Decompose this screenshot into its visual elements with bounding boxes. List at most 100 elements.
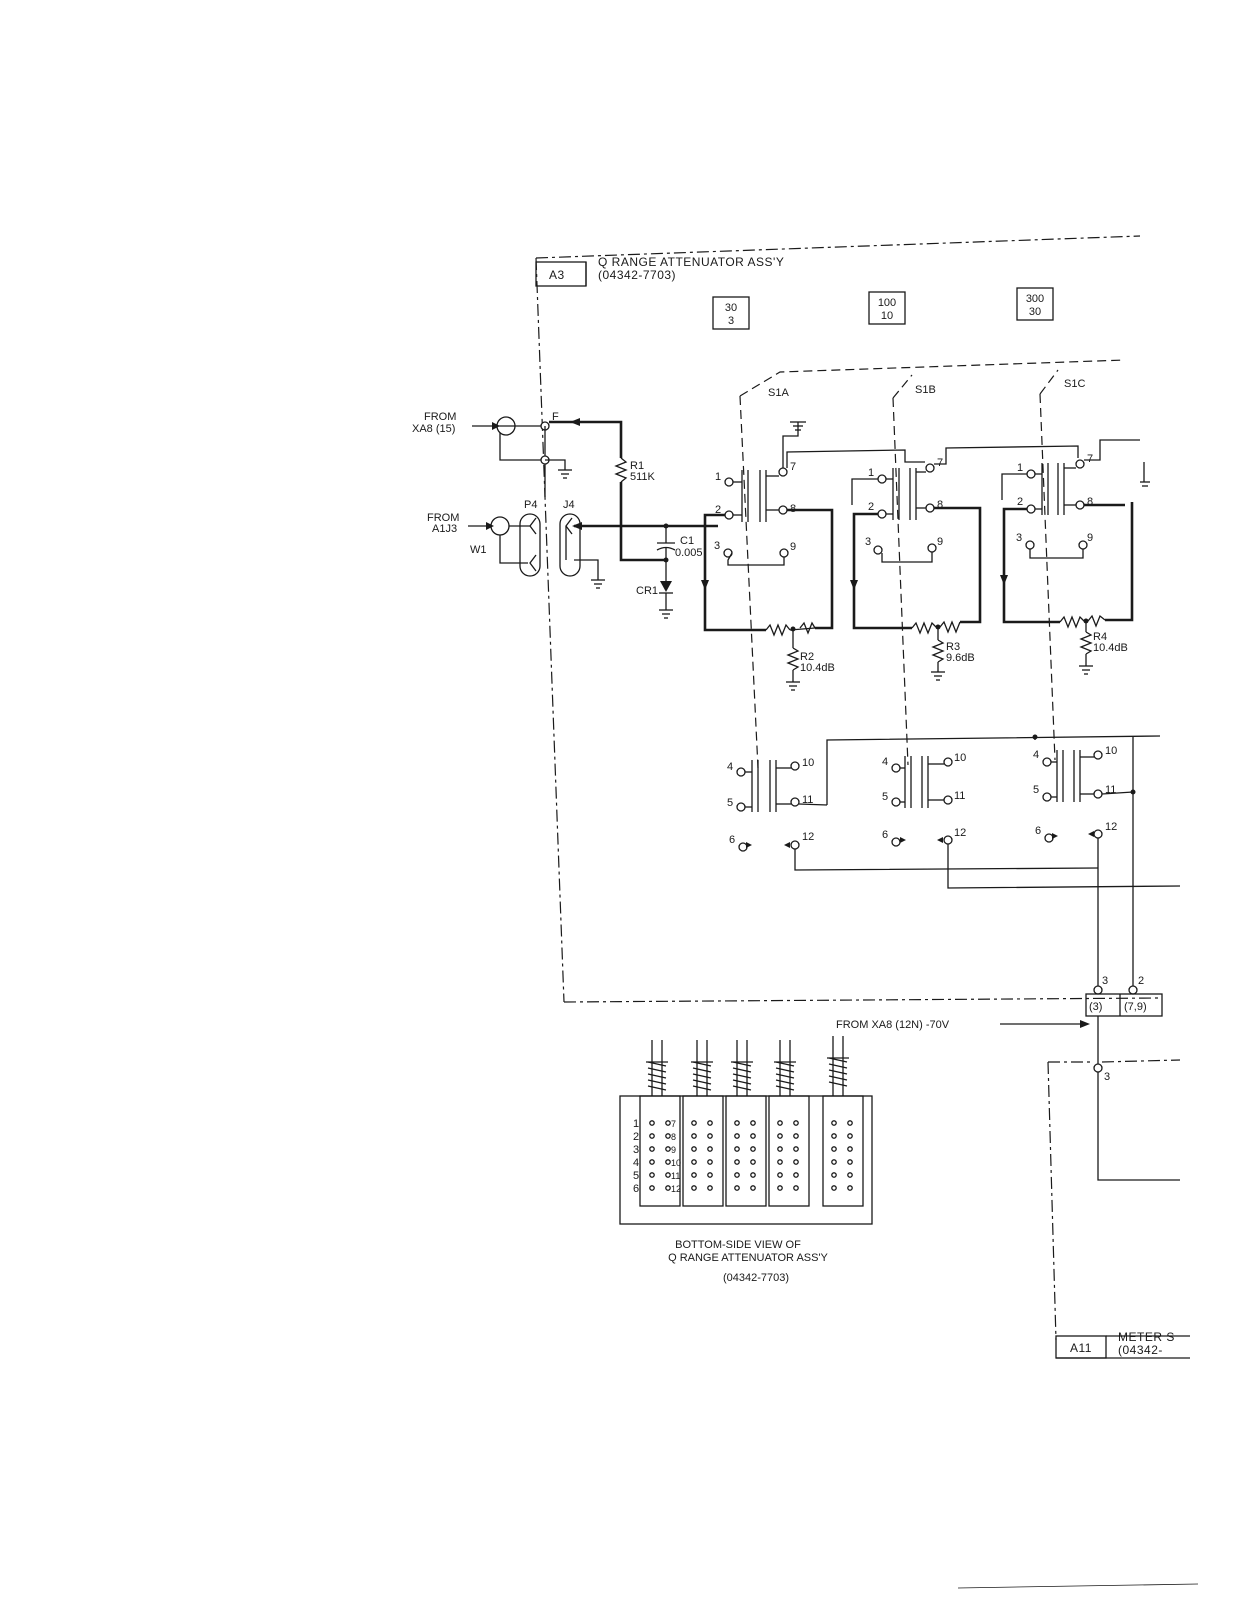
meter-title: METER S xyxy=(1118,1330,1175,1344)
contact-hole xyxy=(847,1185,853,1191)
range-button-30-3: 30 3 xyxy=(712,296,750,330)
contact-hole xyxy=(777,1146,783,1152)
contact-hole xyxy=(691,1120,697,1126)
contact-hole xyxy=(793,1133,799,1139)
contact-hole xyxy=(777,1185,783,1191)
s1c-pin-3: 3 xyxy=(1016,532,1022,544)
a3-title: Q RANGE ATTENUATOR ASS'Y xyxy=(598,255,784,269)
svg-text:5: 5 xyxy=(633,1170,639,1182)
s1b-pin-1: 1 xyxy=(868,467,874,479)
contact-hole xyxy=(793,1172,799,1178)
s1a-pin-3: 3 xyxy=(714,540,720,552)
contact-hole xyxy=(847,1172,853,1178)
contact-hole xyxy=(707,1146,713,1152)
svg-text:10: 10 xyxy=(671,1158,681,1168)
connector-j4-label: J4 xyxy=(563,499,575,511)
contact-hole xyxy=(734,1159,740,1165)
switch-s1c-upper xyxy=(1001,439,1150,559)
r2-ref: R2 xyxy=(800,651,814,663)
contact-hole xyxy=(734,1185,740,1191)
r2-value: 10.4dB xyxy=(800,662,835,674)
range-button-100-10: 100 10 xyxy=(868,291,906,325)
s1a-pin-12: 12 xyxy=(802,831,814,843)
contact-hole xyxy=(707,1185,713,1191)
bottom-view-title-3: (04342-7703) xyxy=(723,1272,789,1284)
switch-mechanical-link xyxy=(739,359,1126,769)
contact-hole xyxy=(847,1146,853,1152)
s1b-pin-12: 12 xyxy=(954,827,966,839)
terminal-3: 3 xyxy=(1102,975,1108,987)
s1a-pin-5: 5 xyxy=(727,797,733,809)
terminal-3-paren: (3) xyxy=(1089,1001,1102,1013)
svg-text:30: 30 xyxy=(1029,306,1041,318)
svg-text:3: 3 xyxy=(728,315,734,327)
contact-hole xyxy=(649,1133,655,1139)
s1c-pin-5: 5 xyxy=(1033,784,1039,796)
s1b-pin-11: 11 xyxy=(954,790,965,802)
contact-hole xyxy=(777,1133,783,1139)
meter-part: (04342- xyxy=(1118,1343,1163,1357)
connector-p4-label: P4 xyxy=(524,499,537,511)
svg-text:30: 30 xyxy=(725,302,737,314)
contact-hole xyxy=(793,1185,799,1191)
contact-hole xyxy=(665,1120,671,1126)
r4-value: 10.4dB xyxy=(1093,642,1128,654)
switch-s1b-upper xyxy=(851,463,937,563)
s1b-pin-4: 4 xyxy=(882,756,888,768)
terminal-block xyxy=(1085,985,1163,1064)
s1b-pin-9: 9 xyxy=(937,536,943,548)
contact-hole xyxy=(649,1185,655,1191)
s1b-pin-7: 7 xyxy=(937,457,943,469)
node-f-label: F xyxy=(552,411,559,423)
s1c-pin-2: 2 xyxy=(1017,496,1023,508)
terminal-2-paren: (7,9) xyxy=(1124,1001,1147,1013)
terminal-2: 2 xyxy=(1138,975,1144,987)
a3-part-number: (04342-7703) xyxy=(598,268,676,282)
contact-hole xyxy=(649,1120,655,1126)
s1c-pin-12: 12 xyxy=(1105,821,1117,833)
s1c-pin-11: 11 xyxy=(1105,784,1116,796)
resistor-r4 xyxy=(1059,614,1106,675)
contact-hole xyxy=(691,1172,697,1178)
contact-hole xyxy=(691,1146,697,1152)
svg-text:3: 3 xyxy=(633,1144,639,1156)
svg-text:6: 6 xyxy=(633,1183,639,1195)
coax-input-a1j3 xyxy=(468,516,530,564)
s1a-pin-11: 11 xyxy=(802,794,813,806)
contact-hole xyxy=(665,1172,671,1178)
a3-assembly-outline xyxy=(535,235,1161,1003)
svg-text:100: 100 xyxy=(878,297,896,309)
contact-hole xyxy=(649,1159,655,1165)
contact-hole xyxy=(793,1120,799,1126)
svg-text:300: 300 xyxy=(1026,293,1044,305)
s1a-pin-6: 6 xyxy=(729,834,735,846)
contact-hole xyxy=(831,1146,837,1152)
svg-text:9: 9 xyxy=(671,1145,676,1155)
ground-symbol xyxy=(558,469,572,479)
contact-hole xyxy=(750,1159,756,1165)
s1a-pin-10: 10 xyxy=(802,757,814,769)
terminal-3-meter: 3 xyxy=(1104,1071,1110,1083)
svg-text:12: 12 xyxy=(671,1184,681,1194)
cr1-ref: CR1 xyxy=(636,585,658,597)
connector-p4 xyxy=(519,513,541,577)
contact-hole xyxy=(734,1172,740,1178)
connector-j4 xyxy=(559,513,581,577)
contact-hole xyxy=(649,1146,655,1152)
contact-hole xyxy=(793,1146,799,1152)
contact-hole xyxy=(665,1133,671,1139)
svg-text:4: 4 xyxy=(633,1157,639,1169)
s1c-pin-10: 10 xyxy=(1105,745,1117,757)
contact-hole xyxy=(750,1133,756,1139)
contact-hole xyxy=(847,1159,853,1165)
contact-hole xyxy=(750,1185,756,1191)
contact-hole xyxy=(777,1120,783,1126)
resistor-r2 xyxy=(765,621,816,691)
contact-hole xyxy=(734,1120,740,1126)
contact-hole xyxy=(831,1172,837,1178)
contact-hole xyxy=(793,1159,799,1165)
capacitor-c1 xyxy=(656,526,676,560)
s1b-pin-2: 2 xyxy=(868,501,874,513)
contact-hole xyxy=(707,1133,713,1139)
a11-id: A11 xyxy=(1070,1341,1092,1355)
